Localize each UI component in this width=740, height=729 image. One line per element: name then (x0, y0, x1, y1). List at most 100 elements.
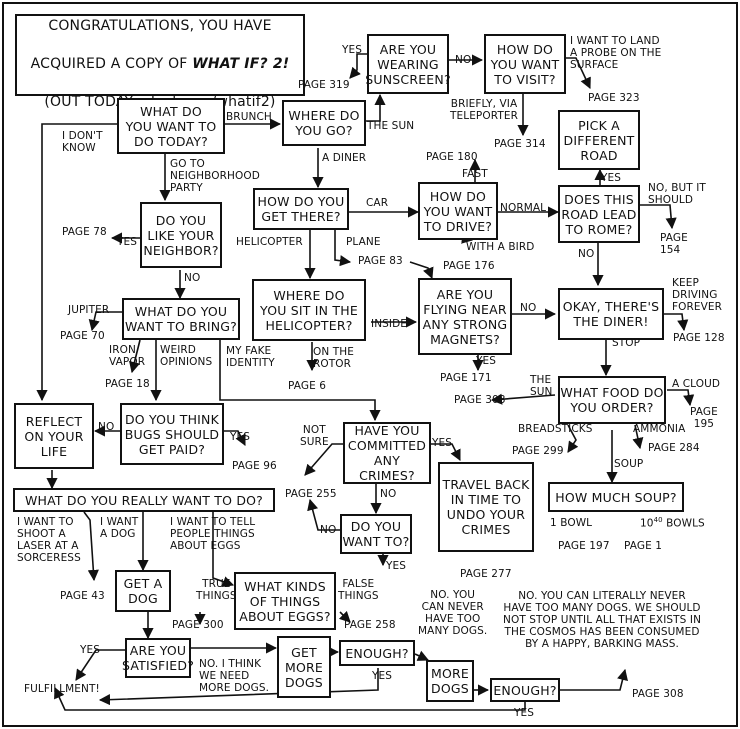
label-page-78: PAGE 78 (62, 226, 107, 238)
label-helicopter: HELICOPTER (236, 236, 303, 248)
box-sit-in-helicopter: WHERE DO YOU SIT IN THE HELICOPTER? (252, 279, 366, 341)
label-weird-opinions: WEIRD OPINIONS (160, 344, 213, 368)
label-no-but-should: NO, BUT IT SHOULD (648, 182, 706, 206)
label-yes-magnets: YES (476, 355, 497, 367)
box-pick-different-road: PICK A DIFFERENT ROAD (558, 110, 640, 170)
box-what-to-bring: WHAT DO YOU WANT TO BRING? (122, 298, 240, 340)
label-normal: NORMAL (500, 202, 547, 214)
label-no-bugs: NO (98, 421, 115, 433)
label-breadsticks: BREADSTICKS (518, 423, 593, 435)
label-page-323: PAGE 323 (588, 92, 640, 104)
label-the-sun-2: THE SUN (530, 374, 553, 398)
label-go-neighborhood-party: GO TO NEIGHBORHOOD PARTY (170, 158, 260, 194)
label-no-magnets: NO (520, 302, 537, 314)
label-yes-satisfied: YES (80, 644, 101, 656)
label-never-too-many: NO. YOU CAN NEVER HAVE TOO MANY DOGS. (418, 589, 488, 637)
label-page-6: PAGE 6 (288, 380, 327, 392)
label-no-neighbor: NO (184, 272, 201, 284)
book-title: WHAT IF? 2! (192, 56, 290, 72)
box-kinds-of-things: WHAT KINDS OF THINGS ABOUT EGGS? (234, 572, 336, 630)
intro-title-box: CONGRATULATIONS, YOU HAVE ACQUIRED A COP… (15, 14, 305, 110)
box-flying-magnets: ARE YOU FLYING NEAR ANY STRONG MAGNETS? (418, 278, 512, 355)
label-page-154: PAGE 154 (660, 232, 688, 256)
label-yes-bugs: YES (230, 431, 251, 443)
label-a-diner: A DINER (322, 152, 367, 164)
box-road-lead-rome: DOES THIS ROAD LEAD TO ROME? (558, 185, 640, 243)
bowls-base: 10 (640, 517, 654, 530)
label-page-284: PAGE 284 (648, 442, 700, 454)
box-more-dogs: MORE DOGS (426, 660, 474, 702)
box-what-food: WHAT FOOD DO YOU ORDER? (558, 376, 666, 424)
label-jupiter: JUPITER (68, 304, 110, 316)
label-soup: SOUP (614, 458, 644, 470)
label-tell-people-eggs: I WANT TO TELL PEOPLE THINGS ABOUT EGGS (170, 516, 256, 552)
label-ammonia: AMMONIA (633, 423, 686, 435)
box-travel-back: TRAVEL BACK IN TIME TO UNDO YOUR CRIMES (438, 462, 534, 552)
label-page-83: PAGE 83 (358, 255, 403, 267)
label-yes-rome: YES (601, 172, 622, 184)
label-yes-crimes: YES (432, 437, 453, 449)
label-page-70: PAGE 70 (60, 330, 105, 342)
label-page-18: PAGE 18 (105, 378, 150, 390)
label-page-255: PAGE 255 (285, 488, 337, 500)
label-laser-sorceress: I WANT TO SHOOT A LASER AT A SORCERESS (17, 516, 81, 564)
label-a-cloud: A CLOUD (672, 378, 721, 390)
label-false-things: FALSE THINGS (338, 578, 379, 602)
label-brunch: BRUNCH (226, 111, 272, 123)
label-yes-enough-2: YES (514, 707, 535, 719)
label-page-176: PAGE 176 (443, 260, 495, 272)
label-not-sure: NOT SURE (300, 424, 329, 448)
box-enough-1: ENOUGH? (339, 640, 415, 666)
label-the-sun-1: THE SUN (367, 120, 415, 132)
label-i-dont-know: I DON'T KNOW (62, 130, 103, 154)
box-where-do-you-go: WHERE DO YOU GO? (282, 100, 366, 146)
label-page-277: PAGE 277 (460, 568, 512, 580)
label-on-the-rotor: ON THE ROTOR (313, 346, 355, 370)
label-page-308: PAGE 308 (632, 688, 684, 700)
box-what-do-you-want-today: WHAT DO YOU WANT TO DO TODAY? (117, 98, 225, 154)
label-literally-never: NO. YOU CAN LITERALLY NEVER HAVE TOO MAN… (503, 590, 702, 650)
box-committed-crimes: HAVE YOU COMMITTED ANY CRIMES? (343, 422, 431, 484)
label-my-fake-identity: MY FAKE IDENTITY (226, 345, 275, 369)
label-page-319: PAGE 319 (298, 79, 350, 91)
label-land-probe: I WANT TO LAND A PROBE ON THE SURFACE (570, 35, 662, 71)
box-really-want: WHAT DO YOU REALLY WANT TO DO? (13, 488, 275, 512)
label-iron-vapor: IRON VAPOR (109, 344, 146, 368)
title-line-1: CONGRATULATIONS, YOU HAVE (48, 18, 272, 34)
label-plane: PLANE (346, 236, 381, 248)
label-page-195: PAGE 195 (690, 406, 718, 430)
label-page-197: PAGE 197 (558, 540, 610, 552)
label-yes-enough-1: YES (372, 670, 393, 682)
box-enough-2: ENOUGH? (490, 678, 560, 702)
box-how-much-soup: HOW MUCH SOUP? (548, 482, 684, 512)
label-page-1: PAGE 1 (624, 540, 663, 552)
label-stop: STOP (612, 337, 641, 349)
box-reflect-life: REFLECT ON YOUR LIFE (14, 403, 94, 469)
bowls-suffix: BOWLS (662, 517, 705, 530)
label-i-want-a-dog: I WANT A DOG (100, 516, 139, 540)
label-car: CAR (366, 197, 389, 209)
box-get-more-dogs: GET MORE DOGS (277, 636, 331, 698)
box-how-get-there: HOW DO YOU GET THERE? (253, 188, 349, 230)
label-page-128: PAGE 128 (673, 332, 725, 344)
label-yes-sunscreen: YES (342, 44, 363, 56)
label-page-299: PAGE 299 (512, 445, 564, 457)
bowls-exponent: 40 (653, 516, 663, 524)
box-how-want-to-drive: HOW DO YOU WANT TO DRIVE? (418, 182, 498, 240)
label-inside: INSIDE (371, 318, 408, 330)
label-true-things: TRUE THINGS (196, 578, 237, 602)
box-get-a-dog: GET A DOG (115, 570, 171, 612)
label-no-sunscreen: NO (455, 54, 472, 66)
label-yes-neighbor: YES (117, 236, 138, 248)
label-briefly-teleporter: BRIEFLY, VIA TELEPORTER (450, 98, 519, 122)
label-fast: FAST (462, 168, 488, 180)
label-fulfillment: FULFILLMENT! (24, 683, 100, 695)
box-how-want-to-visit: HOW DO YOU WANT TO VISIT? (484, 34, 566, 94)
box-theres-the-diner: OKAY, THERE'S THE DINER! (558, 288, 664, 340)
label-no-rome: NO (578, 248, 595, 260)
label-with-a-bird: WITH A BIRD (466, 241, 535, 253)
box-do-you-want-to: DO YOU WANT TO? (340, 514, 412, 554)
label-keep-driving: KEEP DRIVING FOREVER (672, 277, 723, 313)
